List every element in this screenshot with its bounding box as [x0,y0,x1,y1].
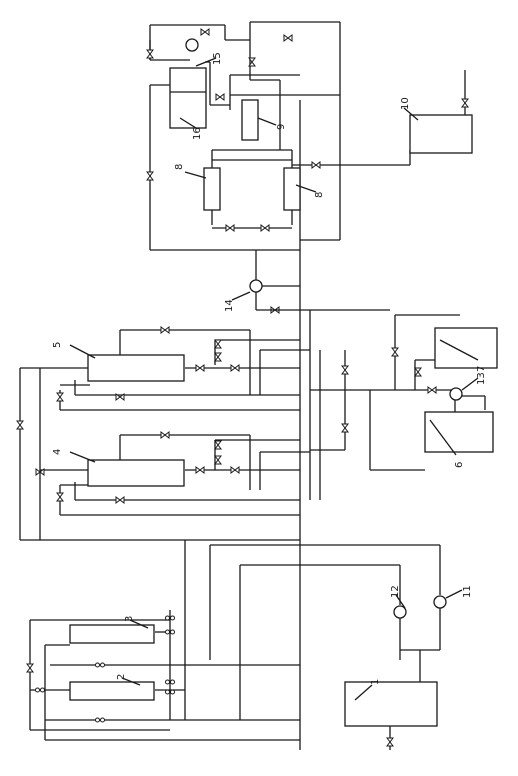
reactor-5 [87,354,185,382]
valve-icon [195,364,205,372]
valve-icon [230,364,240,372]
valve-icon [215,93,225,101]
label-1: 1 [370,679,381,685]
middle-lines [19,309,390,541]
label-7: 7 [476,366,487,372]
heat-exchanger-8-left [203,167,221,211]
valve-icon [200,28,210,36]
valve-icon [160,326,170,334]
heat-exchanger-3 [69,624,155,644]
tank-10 [409,70,473,154]
valve-icon [56,392,64,402]
valve-icon [214,440,222,450]
valve-icon [146,171,154,181]
valve-icon [311,161,321,169]
valve-icon [214,455,222,465]
label-10: 10 [400,97,411,110]
label-14: 14 [224,299,235,312]
valve-icon [414,367,422,377]
valve-icon [214,352,222,362]
pump-13 [449,387,463,401]
valve-icon [386,737,394,747]
heat-exchanger-9 [241,99,259,141]
equipment-labels: 15 16 9 8 8 10 14 5 4 7 13 6 12 11 1 3 2 [52,52,487,685]
label-15: 15 [212,52,223,65]
separator-16-tank [169,67,207,129]
heat-exchanger-2 [69,681,155,701]
pump-14 [249,250,300,310]
valve-icon [56,492,64,502]
label-6: 6 [454,462,465,468]
tank-1 [344,681,438,727]
label-8a: 8 [174,164,185,170]
coupling-icon [95,662,105,668]
label-9: 9 [276,124,287,130]
valve-icon [341,423,349,433]
coupling-icon [95,717,105,723]
valve-icon [225,224,235,232]
tank-7 [434,327,498,369]
valve-icon [16,420,24,430]
leader-lines [69,57,479,701]
valve-icon [146,49,154,59]
tank-6 [424,411,494,453]
valve-icon [195,466,205,474]
heat-exchanger-8-right [283,167,301,211]
valve-icon [230,466,240,474]
valve-icon [391,347,399,357]
label-12: 12 [390,585,401,598]
valve-icon [115,496,125,504]
label-16: 16 [192,127,203,140]
right-lines [310,314,486,471]
label-11: 11 [462,585,473,598]
valve-icon [260,224,270,232]
label-4: 4 [52,449,63,455]
label-13: 13 [476,372,487,385]
reactor-4 [87,459,185,487]
valve-icon [214,339,222,349]
bottom-lines [29,540,441,750]
valve-icon [26,663,34,673]
valve-icon [160,431,170,439]
top-loop-lines [149,21,411,251]
label-2: 2 [116,674,127,680]
coupling-icon [35,687,45,693]
pump-11 [433,595,447,609]
pump-12 [393,605,407,619]
label-5: 5 [52,342,63,348]
label-3: 3 [124,616,135,622]
valve-icon [283,34,293,42]
pump-15 [185,38,199,52]
valve-icon [427,386,437,394]
valve-icon [341,365,349,375]
valve-icon [461,98,469,108]
label-8b: 8 [314,192,325,198]
